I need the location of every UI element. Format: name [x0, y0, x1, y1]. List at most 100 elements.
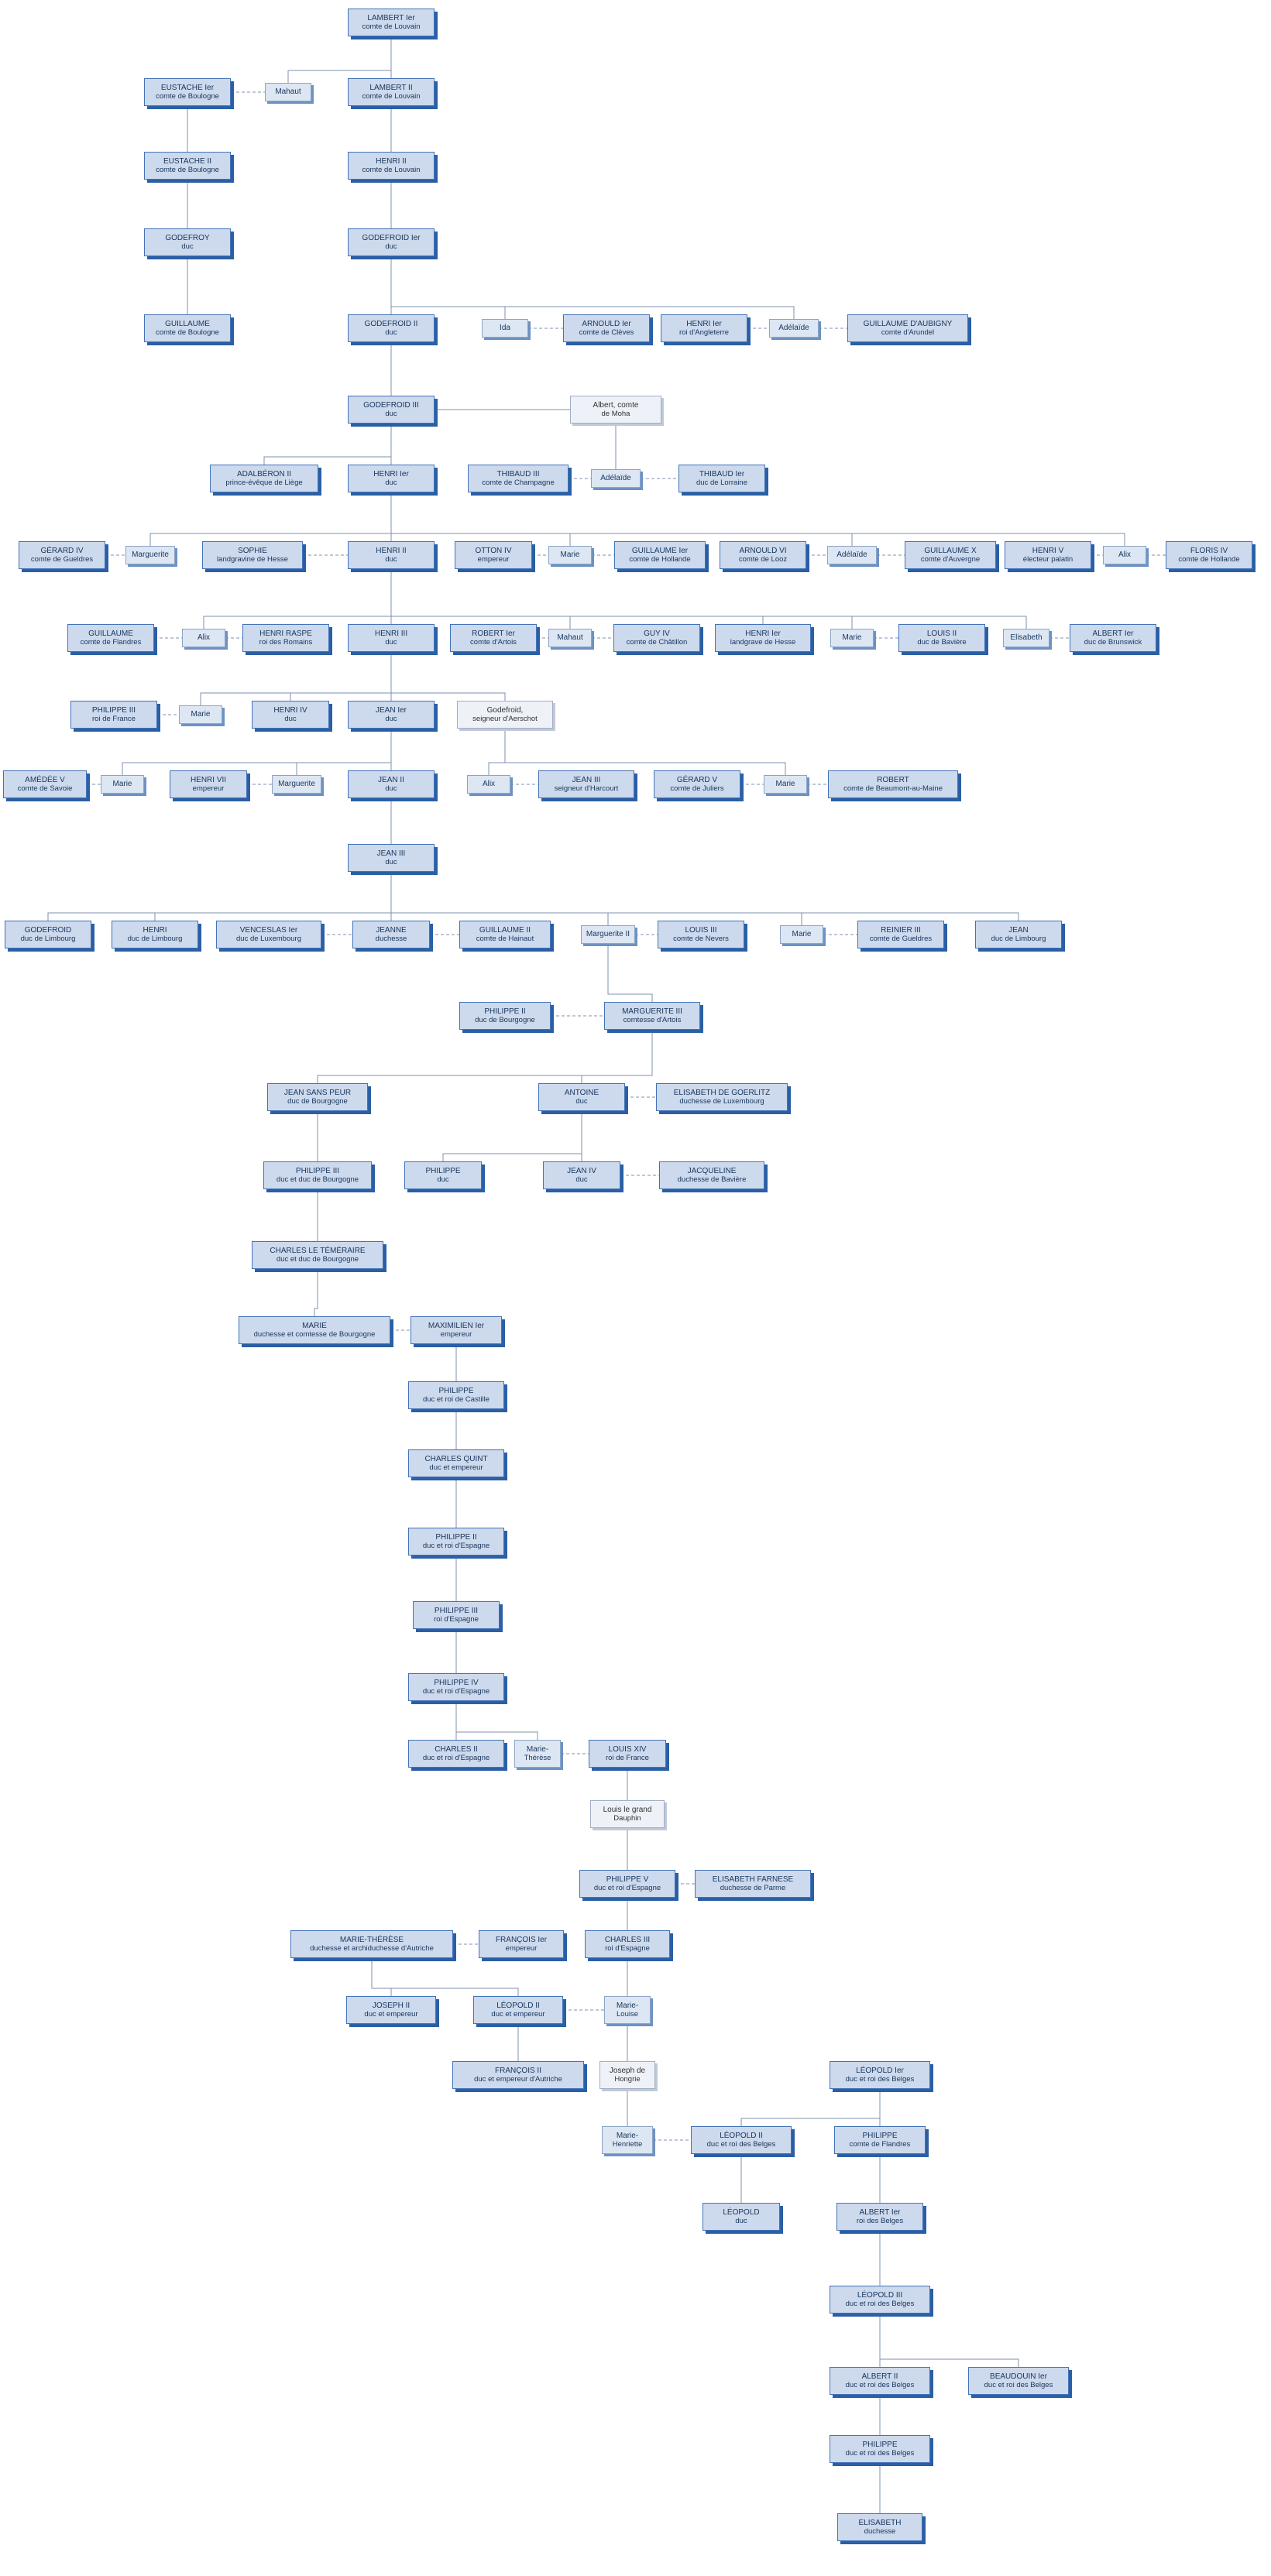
tree-node-marguerite2[interactable]: Marguerite II: [581, 925, 635, 944]
tree-node-marie_otton[interactable]: Marie: [548, 546, 592, 564]
tree-node-marguerite_h7[interactable]: Marguerite: [272, 775, 321, 794]
tree-node-marguerite1[interactable]: Marguerite: [125, 546, 175, 564]
tree-node-elisabeth_br[interactable]: Elisabeth: [1003, 629, 1049, 647]
tree-node-marie_fr[interactable]: Marie: [179, 705, 222, 724]
tree-node-marie_ther1[interactable]: Marie-Thérèse: [514, 1740, 561, 1768]
tree-node-marie_sav[interactable]: Marie: [101, 775, 144, 794]
tree-node-marie_louise[interactable]: Marie-Louise: [604, 1996, 651, 2024]
tree-node-marie_henr[interactable]: Marie-Henriette: [602, 2126, 653, 2154]
tree-node-marie_g[interactable]: Marie: [780, 925, 823, 944]
tree-node-mahaut2[interactable]: Mahaut: [548, 629, 592, 647]
tree-node-godefroid_aer[interactable]: Godefroid,seigneur d'Aerschot: [457, 701, 553, 729]
tree-node-alix_pal[interactable]: Alix: [1103, 546, 1146, 564]
tree-node-adelaide_moha[interactable]: Adélaïde: [591, 469, 641, 488]
tree-node-alix3[interactable]: Alix: [467, 775, 510, 794]
tree-node-mahaut[interactable]: Mahaut: [265, 83, 311, 101]
tree-node-alix2[interactable]: Alix: [182, 629, 225, 647]
tree-node-ida[interactable]: Ida: [482, 319, 528, 338]
tree-node-adelaide_ang[interactable]: Adélaïde: [769, 319, 819, 338]
